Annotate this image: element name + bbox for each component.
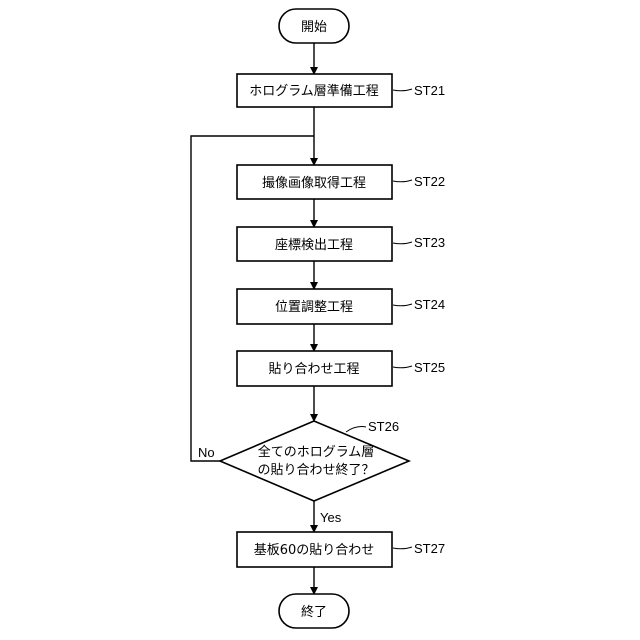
process-label-st27: 基板60の貼り合わせ [254, 543, 375, 558]
decision-label-line2: の貼り合わせ終了？ [257, 462, 374, 478]
step-tag-st22: ST22 [414, 174, 445, 189]
process-label-st24: 位置調整工程 [275, 300, 353, 315]
step-tag-st24: ST24 [414, 297, 445, 312]
tag-leader-st25 [393, 366, 412, 368]
tag-leader-st22 [393, 180, 412, 182]
tag-leader-st21 [393, 89, 412, 91]
end-label: 終了 [301, 604, 327, 620]
step-tag-st23: ST23 [414, 235, 445, 250]
no-branch-label: No [198, 445, 215, 460]
yes-branch-label: Yes [320, 510, 342, 525]
tag-leader-st23 [393, 242, 412, 244]
process-label-st21: ホログラム層準備工程 [249, 83, 379, 99]
step-tag-st25: ST25 [414, 360, 445, 375]
start-label: 開始 [301, 20, 327, 35]
tag-leader-st27 [393, 547, 412, 549]
tag-leader-st24 [393, 304, 412, 306]
process-label-st25: 貼り合わせ工程 [268, 362, 359, 377]
step-tag-st26: ST26 [368, 419, 399, 434]
step-tag-st27: ST27 [414, 541, 445, 556]
step-tag-st21: ST21 [414, 83, 445, 98]
process-label-st22: 撮像画像取得工程 [262, 175, 366, 191]
process-label-st23: 座標検出工程 [275, 238, 353, 253]
decision-label-line1: 全てのホログラム層 [258, 444, 375, 460]
tag-leader-st26 [346, 427, 366, 432]
